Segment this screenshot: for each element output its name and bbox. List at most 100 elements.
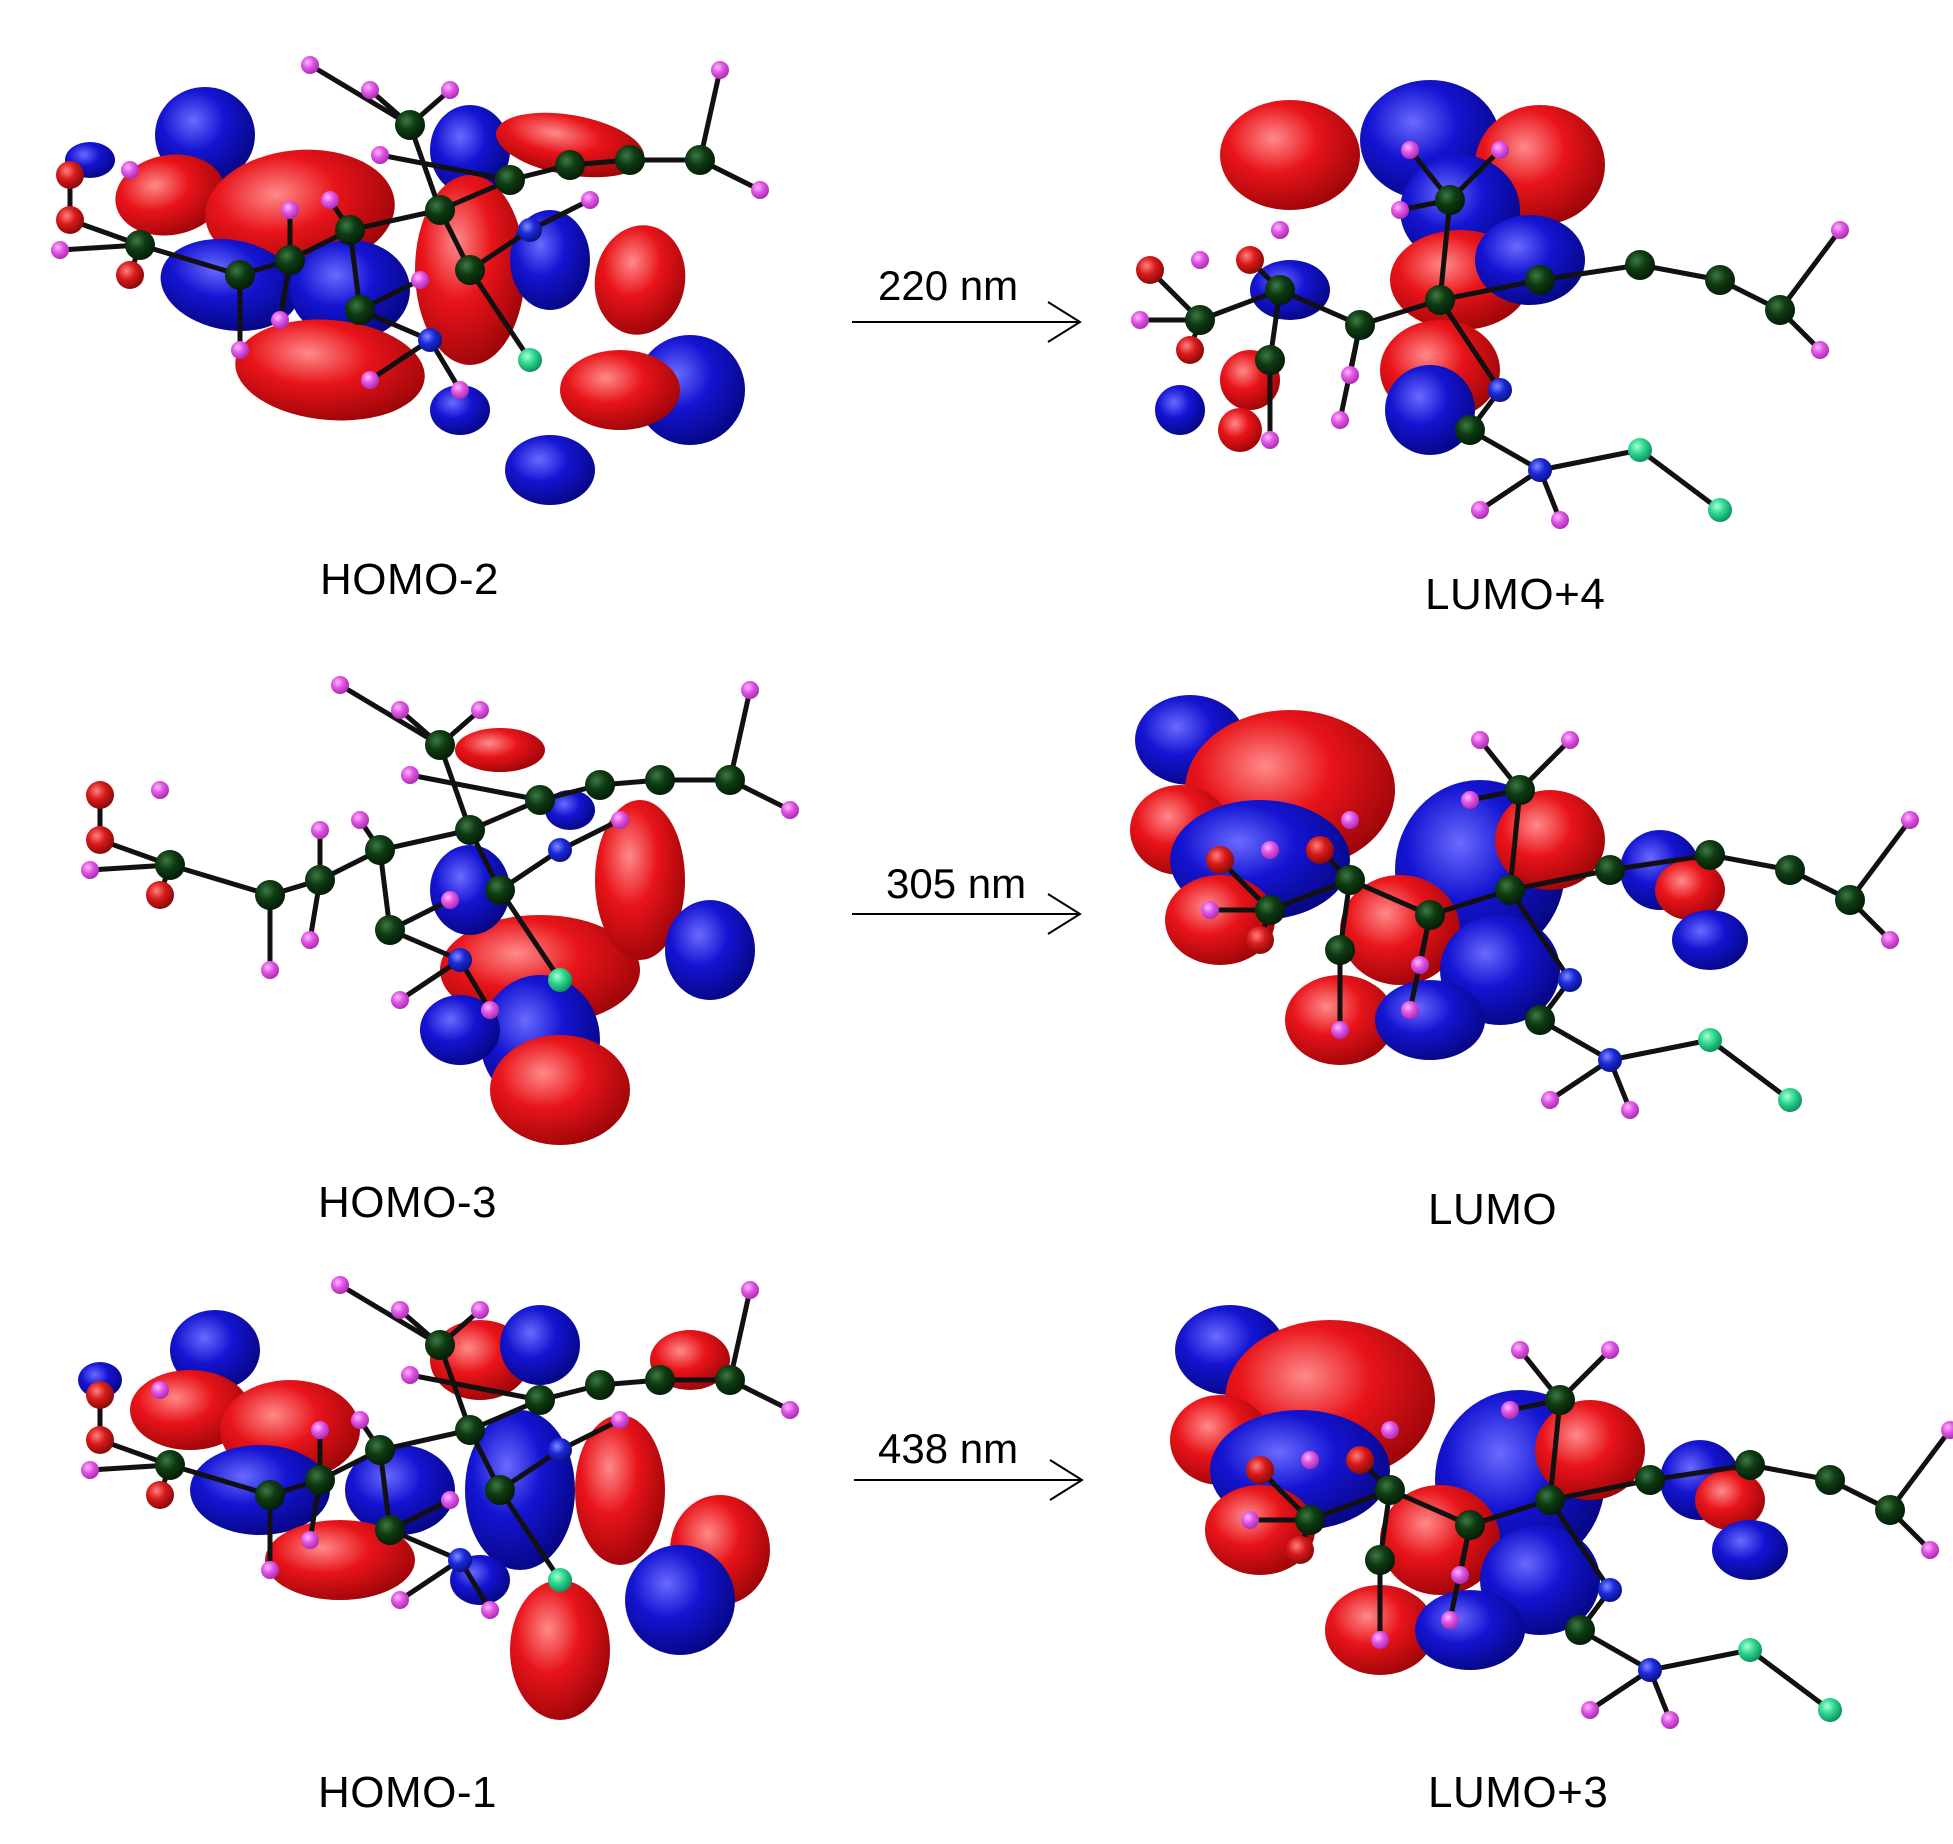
bond	[337, 1282, 443, 1348]
hydrogen-atom	[351, 811, 369, 829]
carbon-atom	[1425, 285, 1455, 315]
hydrogen-atom	[471, 701, 489, 719]
carbon-atom	[685, 145, 715, 175]
carbon-atom	[1765, 295, 1795, 325]
bond	[1607, 852, 1713, 873]
bond	[1437, 277, 1543, 303]
negative-lobe	[1375, 980, 1485, 1060]
oxygen-atom	[86, 1381, 114, 1409]
hydrogen-atom	[261, 961, 279, 979]
oxygen-atom	[56, 206, 84, 234]
hydrogen-atom	[311, 821, 329, 839]
orbital-lobes	[65, 87, 745, 505]
carbon-atom	[345, 295, 375, 325]
fluorine-atom	[1738, 1638, 1762, 1662]
carbon-atom	[555, 150, 585, 180]
nitrogen-atom	[1558, 968, 1582, 992]
carbon-atom	[1705, 265, 1735, 295]
positive-lobe	[1695, 1470, 1765, 1530]
carbon-atom	[1625, 250, 1655, 280]
hydrogen-atom	[281, 201, 299, 219]
bond	[1637, 447, 1723, 513]
carbon-atom	[1535, 1485, 1565, 1515]
nitrogen-atom	[1598, 1578, 1622, 1602]
fluorine-atom	[1708, 498, 1732, 522]
hydrogen-atom	[1451, 1566, 1469, 1584]
negative-lobe	[465, 1410, 575, 1570]
orbital-lobes	[1130, 695, 1748, 1065]
bond	[727, 1287, 753, 1383]
carbon-atom	[1525, 1005, 1555, 1035]
bond	[1547, 1477, 1653, 1503]
bond	[397, 1557, 463, 1603]
bond	[1647, 1647, 1753, 1673]
negative-lobe	[170, 1310, 260, 1390]
carbon-atom	[1255, 895, 1285, 925]
hydrogen-atom	[1191, 251, 1209, 269]
hydrogen-atom	[1461, 791, 1479, 809]
bond	[397, 957, 463, 1003]
bond	[1887, 1427, 1953, 1513]
hydrogen-atom	[391, 1301, 409, 1319]
bond	[467, 267, 533, 363]
transition-arrow-icon	[852, 893, 1082, 935]
carbon-atom	[585, 770, 615, 800]
fluorine-atom	[548, 1568, 572, 1592]
oxygen-atom	[1346, 1446, 1374, 1474]
negative-lobe	[420, 995, 500, 1065]
negative-lobe	[1712, 1520, 1788, 1580]
oxygen-atom	[146, 881, 174, 909]
hydrogen-atom	[331, 1276, 349, 1294]
carbon-atom	[1435, 185, 1465, 215]
positive-lobe	[440, 915, 640, 1025]
negative-lobe	[430, 105, 510, 195]
hydrogen-atom	[1831, 221, 1849, 239]
hydrogen-atom	[1301, 1451, 1319, 1469]
hydrogen-atom	[1811, 341, 1829, 359]
carbon-atom	[645, 765, 675, 795]
nitrogen-atom	[448, 948, 472, 972]
orbital-label-homo-3: HOMO-3	[318, 1178, 497, 1227]
hydrogen-atom	[441, 891, 459, 909]
carbon-atom	[395, 110, 425, 140]
hydrogen-atom	[361, 371, 379, 389]
oxygen-atom	[146, 1481, 174, 1509]
carbon-atom	[1775, 855, 1805, 885]
carbon-atom	[485, 875, 515, 905]
atoms	[81, 1276, 799, 1619]
lumo-orbital-icon	[1130, 695, 1919, 1119]
carbon-atom	[365, 1435, 395, 1465]
hydrogen-atom	[1341, 811, 1359, 829]
carbon-atom	[305, 1465, 335, 1495]
hydrogen-atom	[481, 1601, 499, 1619]
positive-lobe	[1535, 1400, 1645, 1500]
carbon-atom	[1735, 1450, 1765, 1480]
carbon-atom	[1595, 855, 1625, 885]
nitrogen-atom	[1638, 1658, 1662, 1682]
hydrogen-atom	[1511, 1341, 1529, 1359]
atoms	[81, 676, 799, 1019]
hydrogen-atom	[391, 701, 409, 719]
bond	[497, 1487, 563, 1583]
negative-lobe	[1475, 215, 1585, 305]
carbon-atom	[585, 1370, 615, 1400]
oxygen-atom	[1246, 1456, 1274, 1484]
hydrogen-atom	[711, 61, 729, 79]
lumo-plus-4-orbital-icon	[1131, 80, 1849, 529]
hydrogen-atom	[1271, 221, 1289, 239]
carbon-atom	[525, 785, 555, 815]
hydrogen-atom	[1881, 931, 1899, 949]
hydrogen-atom	[581, 191, 599, 209]
homo-3-orbital-icon	[81, 676, 799, 1145]
hydrogen-atom	[1341, 366, 1359, 384]
transition-wavelength-label: 438 nm	[878, 1425, 1019, 1472]
carbon-atom	[375, 915, 405, 945]
hydrogen-atom	[301, 56, 319, 74]
hydrogen-atom	[151, 1381, 169, 1399]
hydrogen-atom	[1561, 731, 1579, 749]
carbon-atom	[715, 765, 745, 795]
hydrogen-atom	[411, 271, 429, 289]
fluorine-atom	[1698, 1028, 1722, 1052]
bond	[1437, 297, 1503, 393]
carbon-atom	[1545, 1385, 1575, 1415]
